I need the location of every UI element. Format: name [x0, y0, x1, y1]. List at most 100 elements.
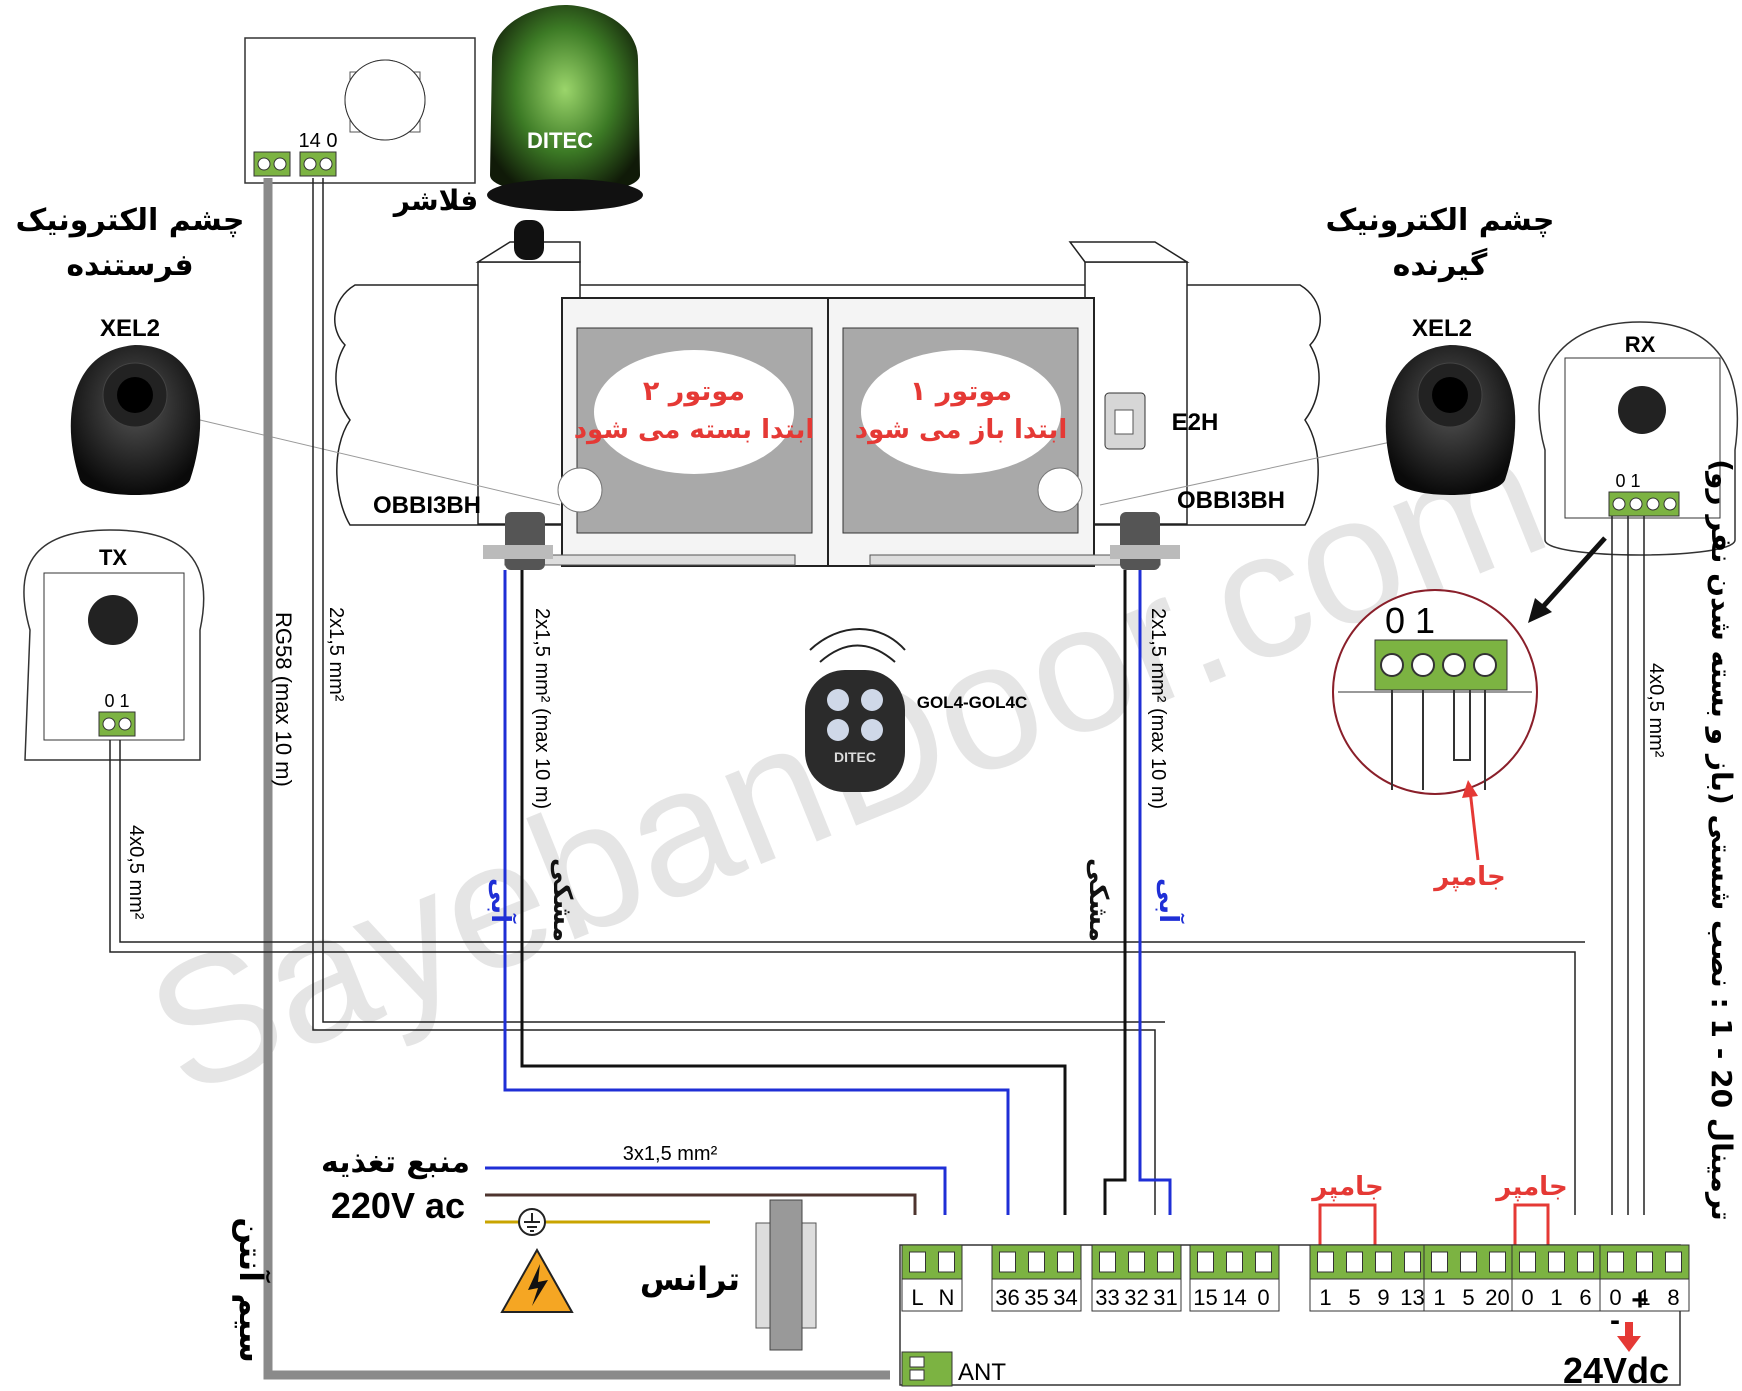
zoom-pointer-arrow	[1538, 536, 1607, 612]
terminal-label: 6	[1579, 1285, 1591, 1310]
motor1-desc: ابتدا باز می شود	[855, 415, 1067, 445]
terminal-label: 14	[1222, 1285, 1246, 1310]
rx-box	[1538, 321, 1739, 556]
terminal-label: 1	[1319, 1285, 1331, 1310]
cable-flasher-label: 2x1,5 mm²	[325, 607, 347, 702]
terminal-label: 0	[1257, 1285, 1269, 1310]
cable-power-label: 3x1,5 mm²	[623, 1143, 718, 1165]
terminal-label: 31	[1153, 1285, 1177, 1310]
motor1-black-label: مشکی	[1083, 858, 1113, 942]
terminal-label: 35	[1024, 1285, 1048, 1310]
motor2-bubble	[594, 350, 794, 474]
terminal-label: 1	[1433, 1285, 1445, 1310]
terminal-label: 13	[1400, 1285, 1424, 1310]
terminal-screw	[1375, 1251, 1392, 1273]
terminal-label: 0	[1521, 1285, 1533, 1310]
board-jumper1-label: جامپر	[1310, 1172, 1383, 1202]
terminal-label: 32	[1124, 1285, 1148, 1310]
motor2-name: موتور ۲	[643, 376, 745, 407]
tx-model: XEL2	[100, 315, 160, 342]
zoom-jumper-label: جامپر	[1432, 862, 1505, 892]
board-ant-terminal	[901, 1351, 953, 1387]
zoom-arrowhead-icon	[1528, 598, 1552, 623]
cable-motor1-label: 2x1,5 mm² (max 10 m)	[1147, 608, 1169, 809]
motor1-blue-label: آبی	[1153, 878, 1185, 924]
terminal-label: 33	[1095, 1285, 1119, 1310]
tx-title-line2: فرستنده	[66, 248, 193, 283]
rx-title-line2: گیرنده	[1393, 247, 1488, 283]
zoom-jumper-arrow	[1468, 789, 1480, 861]
terminal-label: N	[939, 1285, 955, 1310]
cable-tx-label: 4x0,5 mm²	[125, 825, 147, 920]
board-ant-label: ANT	[958, 1359, 1006, 1386]
cable-rx-label: 4x0,5 mm²	[1645, 663, 1667, 758]
rx-title-line1: چشم الکترونیک	[1326, 203, 1555, 238]
terminal-screw	[1577, 1251, 1594, 1273]
terminal-label: 5	[1348, 1285, 1360, 1310]
remote-brand: DITEC	[834, 749, 876, 765]
flasher-label: فلاشر	[392, 184, 479, 217]
beam-right	[1099, 439, 1401, 506]
ground-icon	[518, 1208, 546, 1236]
power-label-line1: منبع تغذیه	[321, 1145, 470, 1180]
motor2-desc: ابتدا بسته می شود	[574, 415, 815, 445]
terminal-label: 20	[1485, 1285, 1509, 1310]
tx-photocell-image	[70, 345, 201, 495]
terminal-screw	[1255, 1251, 1272, 1273]
terminal-screw	[1460, 1251, 1477, 1273]
side-note: ترمینال 20 - 1 : نصب شستی (باز و بسته شد…	[1705, 459, 1738, 1221]
flasher-brand: DITEC	[527, 128, 593, 153]
terminal-screw	[1226, 1251, 1243, 1273]
zoom-terminal-label: 0 1	[1385, 600, 1435, 641]
terminal-screw	[1665, 1251, 1682, 1273]
flasher-terminal-label: 14 0	[299, 130, 338, 152]
rx-model: XEL2	[1412, 315, 1472, 342]
terminal-label: 36	[995, 1285, 1019, 1310]
terminal-screw	[1636, 1251, 1653, 1273]
terminal-screw	[1197, 1251, 1214, 1273]
tx-box-label: TX	[99, 545, 127, 570]
motor1-name: موتور ۱	[910, 376, 1012, 407]
zoom-jumper-detail	[1332, 589, 1538, 795]
remote-control-image	[805, 628, 906, 792]
jumper-arrowhead-icon	[1462, 780, 1478, 798]
motor2-model: OBBI3BH	[373, 492, 481, 519]
terminal-screw	[1317, 1251, 1334, 1273]
motor2-blue-label: آبی	[485, 878, 517, 924]
terminal-screw	[1157, 1251, 1174, 1273]
high-voltage-warning-icon	[500, 1247, 574, 1313]
antenna-wire-label: سیم آنتن	[232, 1217, 271, 1363]
board-24vdc-label: 24Vdc	[1563, 1350, 1669, 1391]
rx-terminal-label: 0 1	[1615, 471, 1640, 491]
terminal-screw	[1057, 1251, 1074, 1273]
terminal-label: 1	[1550, 1285, 1562, 1310]
terminal-screw	[1028, 1251, 1045, 1273]
rx-photocell-image	[1385, 345, 1516, 495]
terminal-screw	[1489, 1251, 1506, 1273]
terminal-label: 0	[1609, 1285, 1621, 1310]
terminal-screw	[1404, 1251, 1421, 1273]
flasher-terminal-a	[253, 151, 291, 177]
tx-box	[23, 529, 205, 761]
remote-model: GOL4-GOL4C	[917, 693, 1028, 712]
terminal-label: 1	[1638, 1285, 1650, 1310]
lock-model: E2H	[1172, 409, 1219, 436]
tx-title-line1: چشم الکترونیک	[16, 203, 245, 238]
motor2-black-label: مشکی	[547, 858, 577, 942]
transformer-label: ترانس	[640, 1260, 740, 1298]
motor1-bubble	[861, 350, 1061, 474]
board-jumper2-label: جامپر	[1494, 1172, 1567, 1202]
beam-left	[199, 419, 561, 506]
transformer-icon	[755, 1199, 817, 1351]
terminal-label: 34	[1053, 1285, 1077, 1310]
terminal-screw	[1519, 1251, 1536, 1273]
tx-terminal-label: 0 1	[104, 691, 129, 711]
terminal-screw	[909, 1251, 926, 1273]
terminal-label: L	[911, 1285, 923, 1310]
